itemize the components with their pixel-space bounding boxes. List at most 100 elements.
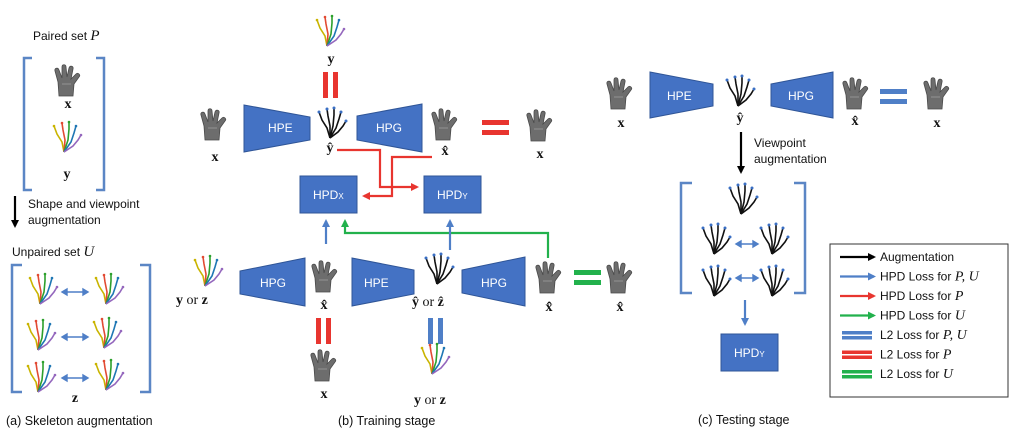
hand-depth-icon [54, 64, 81, 97]
label-x: x [65, 97, 72, 112]
hpg-label: HPG [260, 276, 286, 290]
hand-depth-icon [606, 261, 633, 294]
hpdy-block [423, 175, 482, 214]
legend-item: L2 Loss for P [842, 348, 952, 363]
legend-bars-swatch [842, 355, 872, 359]
legend-item: HPD Loss for P [840, 289, 964, 304]
bracket-right [140, 263, 152, 394]
bracket-left [10, 263, 22, 394]
hpg-label: HPG [788, 89, 814, 103]
l2-loss-red-vertical [323, 72, 338, 98]
skeleton-icon [758, 263, 791, 297]
skeleton-icon [93, 271, 126, 305]
hpdx-label: HPDX [313, 188, 344, 202]
label-y-or-z: y or z [414, 393, 446, 408]
panel-skeleton-augmentation: Paired set P x y Shape and viewpoint aug… [6, 28, 153, 428]
legend-bars-swatch [842, 350, 872, 354]
hand-depth-icon [431, 108, 458, 141]
shape-augmentation-text-2: augmentation [28, 213, 101, 227]
hand-depth-icon [311, 260, 338, 293]
bracket-left [22, 56, 32, 192]
hpd-loss-green-arrow [341, 219, 550, 258]
label-y-hat: ŷ [737, 111, 744, 126]
label-x: x [212, 150, 219, 165]
label-y: y [328, 52, 335, 67]
skeleton-icon [700, 221, 733, 255]
caption-c: (c) Testing stage [698, 413, 790, 427]
skeleton-icon [25, 359, 58, 393]
label-y-or-z: y or z [176, 293, 208, 308]
skeleton-icon [419, 341, 452, 375]
l2-loss-blue-vertical [428, 318, 443, 344]
bracket-left [679, 181, 692, 295]
hpg-block [356, 103, 423, 153]
legend-bars-swatch [842, 370, 872, 374]
legend-item: Augmentation [840, 250, 954, 264]
l2-loss-green-horizontal [574, 270, 601, 285]
label-x-hat: x̂ [617, 300, 624, 315]
legend-label: HPD Loss for U [880, 309, 966, 324]
hand-depth-icon [842, 77, 869, 110]
label-y-hat: ŷ [327, 141, 334, 156]
legend-item: L2 Loss for U [842, 367, 954, 382]
skeleton-icon [192, 253, 225, 287]
skeleton-icon [727, 181, 760, 215]
unpaired-set-label: Unpaired set U [12, 244, 95, 260]
hpg-label: HPG [376, 121, 402, 135]
viewpoint-text-1: Viewpoint [754, 136, 806, 150]
hpdx-block [299, 175, 358, 214]
hand-depth-icon [200, 108, 227, 141]
hpe-block [649, 71, 714, 119]
skeleton-icon [700, 263, 733, 297]
legend-item: HPD Loss for U [840, 309, 966, 324]
hand-depth-icon [526, 109, 553, 142]
legend-item: HPD Loss for P, U [840, 270, 980, 285]
panel-testing-stage: x HPE ŷ HPG x̂ x Viewpoint augmentation [606, 71, 950, 427]
caption-b: (b) Training stage [338, 414, 435, 428]
skeleton-icon [314, 13, 347, 47]
hpe-block [351, 257, 415, 307]
label-y-hat-or-z-hat: ŷ or ẑ [412, 295, 444, 310]
l2-loss-red-vertical [316, 318, 331, 344]
hand-depth-icon [535, 261, 562, 294]
legend-bars-swatch [842, 375, 872, 379]
hpe-label: HPE [268, 121, 293, 135]
skeleton-icon [91, 315, 124, 349]
skeleton-icon [724, 73, 757, 107]
l2-loss-red-horizontal [482, 120, 509, 135]
caption-a: (a) Skeleton augmentation [6, 414, 153, 428]
bidirectional-arrow [734, 239, 760, 283]
legend-item: L2 Loss for P, U [842, 328, 968, 343]
hand-depth-icon [310, 349, 337, 382]
skeleton-icon [93, 357, 126, 391]
hand-depth-icon [606, 77, 633, 110]
viewpoint-text-2: augmentation [754, 152, 827, 166]
legend-label: L2 Loss for U [880, 367, 954, 382]
hpe-label: HPE [667, 89, 692, 103]
paired-set-label: Paired set P [33, 28, 100, 44]
hpg-block [461, 256, 526, 307]
legend-bars-swatch [842, 331, 872, 335]
label-x-hat: x̂ [442, 144, 449, 159]
label-z: z [72, 391, 78, 406]
hpe-block [243, 104, 311, 153]
bidirectional-arrow [60, 287, 90, 383]
hpd-loss-red-arrow [362, 155, 432, 200]
bracket-right [794, 181, 807, 295]
label-x-hat-hat: x̂̂ [546, 300, 553, 315]
legend-bars-swatch [842, 336, 872, 340]
hand-depth-icon [923, 77, 950, 110]
skeleton-icon [316, 105, 349, 139]
label-y: y [64, 167, 71, 182]
l2-loss-blue-horizontal [880, 89, 907, 104]
hpg-block [239, 257, 306, 307]
hpd-loss-red-arrow [337, 148, 419, 191]
label-x-hat: x̂ [852, 114, 859, 129]
hpg-block [770, 71, 834, 119]
label-x-hat: x̂ [321, 298, 328, 313]
skeleton-icon [423, 251, 456, 285]
hpe-label: HPE [364, 276, 389, 290]
skeleton-icon [51, 119, 84, 153]
